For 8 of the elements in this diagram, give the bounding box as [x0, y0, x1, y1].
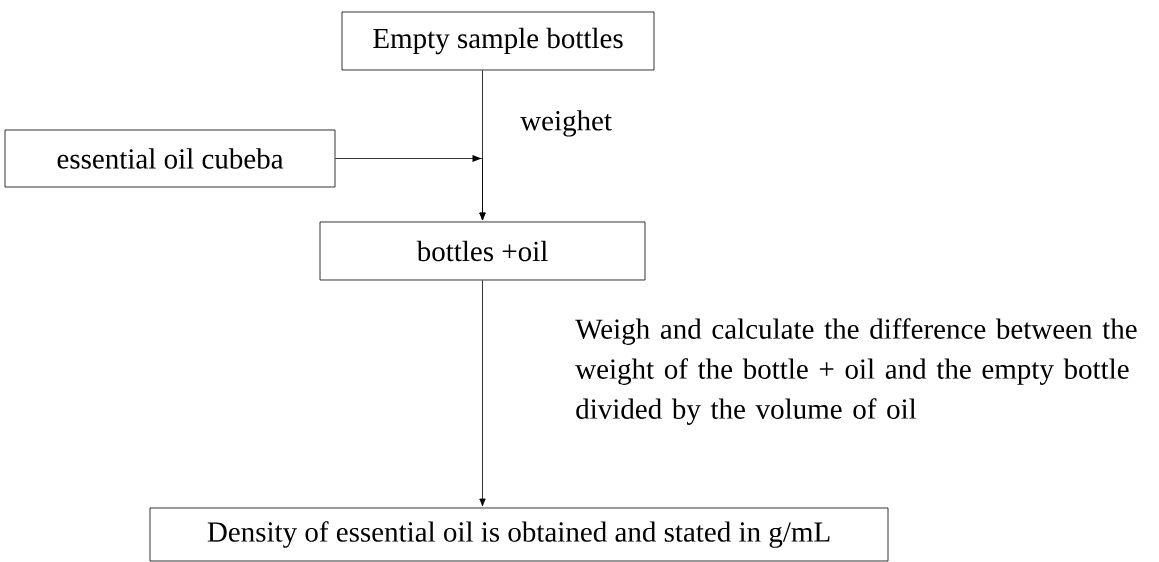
- edge-label: weighet: [520, 110, 612, 137]
- arrow: [479, 280, 486, 507]
- process-box: essential oil cubeba: [4, 129, 336, 188]
- process-box: bottles +oil: [319, 221, 646, 281]
- edge-label: Weigh and calculate the difference between the weight of the bottle + oil and the empty bottle divided by the volume of oil: [575, 318, 1137, 425]
- arrow: [335, 155, 486, 221]
- process-box: Empty sample bottles: [341, 11, 655, 71]
- process-box: Density of essential oil is obtained and stated in g/mL: [149, 507, 889, 562]
